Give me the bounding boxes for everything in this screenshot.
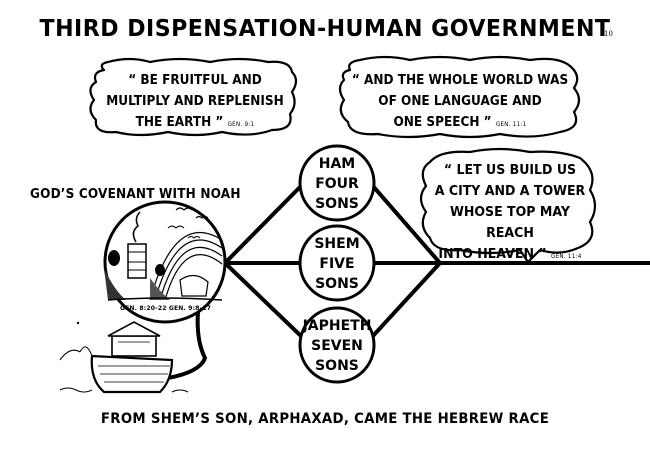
- cloud-left-line3: THE EARTH ”: [135, 115, 224, 130]
- ark-connector: [167, 311, 208, 380]
- cloud-right-text: “ AND THE WHOLE WORLD WAS OF ONE LANGUAG…: [348, 70, 571, 135]
- diamond-connectors: [223, 183, 650, 339]
- covenant-label: GOD’S COVENANT WITH NOAH: [30, 187, 241, 202]
- cloud-right-line2: OF ONE LANGUAGE AND: [378, 94, 542, 109]
- noah-refs: GEN. 8:20-22 GEN. 9:8-17: [120, 305, 212, 312]
- dot-mark: [76, 321, 80, 325]
- son-count: SEVEN: [311, 338, 363, 354]
- cloud-babel-line3: WHOSE TOP MAY REACH: [450, 204, 570, 241]
- son-name: SHEM: [314, 236, 360, 252]
- cloud-left-ref: GEN. 9:1: [227, 121, 255, 128]
- son-circle-japheth: [298, 306, 376, 384]
- son-name: HAM: [318, 156, 356, 172]
- cloud-right-line1: “ AND THE WHOLE WORLD WAS: [351, 73, 569, 88]
- son-japheth: JAPHETH SEVEN SONS: [297, 316, 377, 376]
- son-ham: HAM FOUR SONS: [297, 154, 377, 214]
- cloud-babel-outline: [419, 147, 597, 264]
- son-count: FOUR: [315, 176, 359, 192]
- son-name: JAPHETH: [302, 318, 372, 334]
- cloud-babel-line4-row: INTO HEAVEN ” GEN. 11:4: [428, 244, 592, 267]
- cloud-babel-text: “ LET US BUILD US A CITY AND A TOWER WHO…: [428, 160, 592, 267]
- cloud-left-text: “ BE FRUITFUL AND MULTIPLY AND REPLENISH…: [99, 70, 291, 135]
- cloud-babel-line2: A CITY AND A TOWER: [434, 183, 586, 199]
- footer-caption: FROM SHEM’S SON, ARPHAXAD, CAME THE HEBR…: [100, 411, 550, 427]
- son-circle-ham: [298, 144, 376, 222]
- bird-icon: [195, 215, 209, 219]
- son-unit: SONS: [315, 276, 359, 292]
- son-circle-shem: [298, 224, 376, 302]
- cloud-babel-line4: INTO HEAVEN ”: [438, 246, 547, 262]
- cloud-babel-ref: GEN. 11:4: [550, 253, 582, 260]
- page-number: 10: [604, 30, 613, 38]
- son-unit: SONS: [315, 358, 359, 374]
- son-count: FIVE: [319, 256, 355, 272]
- bird-icon: [175, 207, 193, 211]
- cloud-right-line3-row: ONE SPEECH ” GEN. 11:1: [348, 112, 571, 135]
- cloud-left-line1: “ BE FRUITFUL AND: [128, 73, 262, 88]
- cloud-left-line2: MULTIPLY AND REPLENISH: [106, 94, 284, 109]
- cloud-babel-line1: “ LET US BUILD US: [443, 162, 577, 178]
- cloud-right-line3: ONE SPEECH ”: [393, 115, 492, 130]
- son-shem: SHEM FIVE SONS: [297, 234, 377, 294]
- ark-icon: [59, 321, 189, 394]
- cloud-left-line3-row: THE EARTH ” GEN. 9:1: [99, 112, 291, 135]
- noah-illustration: [103, 200, 227, 324]
- cloud-right-ref: GEN. 11:1: [495, 121, 527, 128]
- cloud-left-outline: [89, 57, 298, 137]
- son-unit: SONS: [315, 196, 359, 212]
- page-title: THIRD DISPENSATION-HUMAN GOVERNMENT: [39, 16, 611, 42]
- cloud-right-outline: [338, 55, 581, 139]
